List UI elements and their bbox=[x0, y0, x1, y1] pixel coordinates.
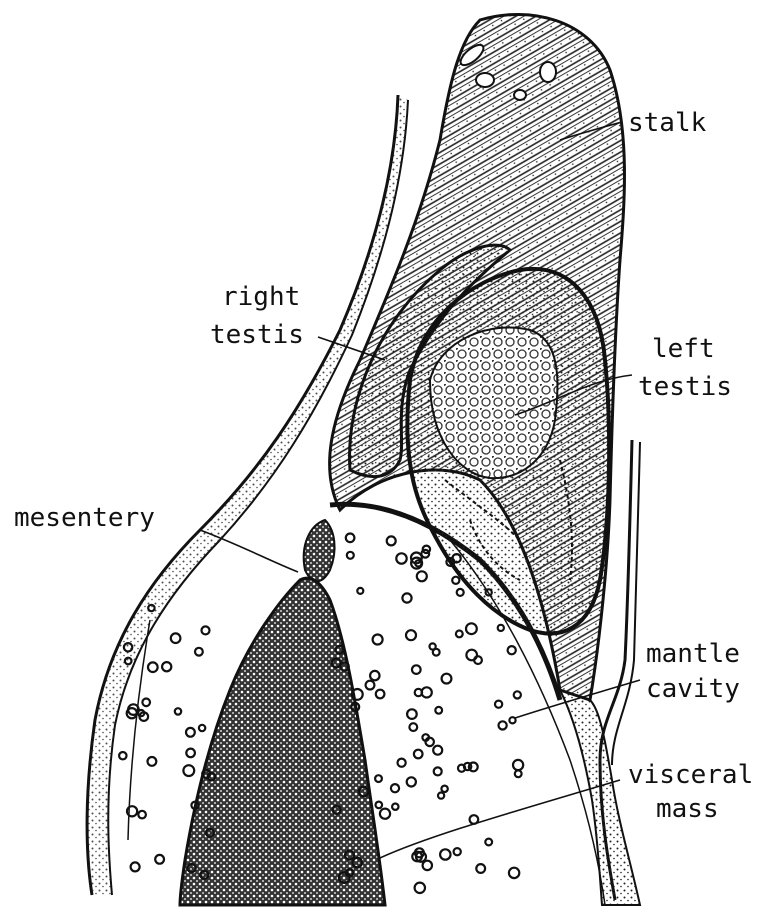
cell bbox=[366, 681, 375, 690]
cell bbox=[509, 868, 519, 878]
cell bbox=[499, 721, 507, 729]
cell bbox=[195, 648, 203, 656]
cell bbox=[412, 665, 421, 674]
label-visceral-mass-line2: mass bbox=[656, 794, 719, 824]
stalk-vessel bbox=[514, 90, 526, 100]
cell bbox=[513, 760, 523, 770]
cell bbox=[415, 883, 425, 893]
label-left-testis-line2: testis bbox=[638, 372, 732, 402]
leader-visceral-mass bbox=[380, 780, 620, 858]
cell bbox=[417, 571, 427, 581]
cell bbox=[373, 635, 383, 645]
cell bbox=[398, 759, 406, 767]
cell bbox=[357, 588, 363, 594]
cell bbox=[423, 861, 432, 870]
label-right-testis-line2: testis bbox=[210, 320, 304, 350]
cell bbox=[498, 625, 504, 631]
cell bbox=[171, 633, 181, 643]
cell bbox=[434, 767, 442, 775]
label-stalk: stalk bbox=[628, 108, 707, 138]
cell bbox=[202, 626, 210, 634]
cell bbox=[414, 750, 423, 759]
label-visceral-mass-line1: visceral bbox=[628, 760, 753, 790]
cell bbox=[402, 593, 411, 602]
cell bbox=[346, 534, 355, 543]
cell bbox=[380, 809, 390, 819]
cell bbox=[435, 707, 442, 714]
cell bbox=[456, 631, 463, 638]
cell bbox=[186, 749, 195, 758]
cell bbox=[370, 671, 379, 680]
cell bbox=[466, 623, 477, 634]
cell bbox=[155, 855, 164, 864]
cell bbox=[440, 849, 450, 859]
cell bbox=[162, 662, 171, 671]
cell bbox=[392, 804, 398, 810]
cell bbox=[391, 784, 399, 792]
leader-mesentery bbox=[200, 530, 298, 572]
cell bbox=[376, 690, 385, 699]
cell bbox=[376, 802, 383, 809]
cell bbox=[485, 839, 492, 846]
cell bbox=[148, 757, 157, 766]
cell bbox=[142, 699, 150, 707]
cell bbox=[514, 691, 521, 698]
cell bbox=[407, 777, 416, 786]
stalk-vessel bbox=[476, 73, 494, 87]
cell bbox=[347, 552, 354, 559]
cell bbox=[458, 765, 465, 772]
cell bbox=[175, 708, 181, 714]
cell bbox=[442, 674, 452, 684]
cell bbox=[406, 630, 416, 640]
cell bbox=[407, 709, 417, 719]
cell bbox=[452, 577, 459, 584]
cell bbox=[148, 662, 158, 672]
cell bbox=[430, 643, 436, 649]
cell bbox=[454, 848, 461, 855]
mesentery bbox=[304, 520, 335, 581]
cell bbox=[476, 864, 485, 873]
label-mantle-cavity-line2: cavity bbox=[646, 674, 740, 704]
cell bbox=[409, 723, 417, 731]
label-right-testis-line1: right bbox=[222, 282, 300, 312]
cell bbox=[441, 786, 447, 792]
cell bbox=[466, 650, 477, 661]
cell bbox=[515, 770, 522, 777]
cell bbox=[183, 765, 194, 776]
cell bbox=[387, 536, 396, 545]
cell bbox=[509, 717, 515, 723]
cell bbox=[375, 775, 382, 782]
label-mesentery: mesentery bbox=[14, 503, 155, 533]
label-left-testis-line1: left bbox=[652, 334, 715, 364]
stalk-vessel bbox=[540, 62, 556, 82]
cell bbox=[186, 728, 195, 737]
label-mantle-cavity-line1: mantle bbox=[646, 639, 740, 669]
cell bbox=[131, 862, 140, 871]
cell bbox=[396, 553, 406, 563]
cell bbox=[433, 746, 442, 755]
cell bbox=[495, 701, 502, 708]
cell bbox=[119, 752, 126, 759]
cell bbox=[457, 589, 464, 596]
cell bbox=[199, 725, 205, 731]
cell bbox=[438, 793, 444, 799]
cell bbox=[138, 811, 146, 819]
cell bbox=[508, 646, 516, 654]
